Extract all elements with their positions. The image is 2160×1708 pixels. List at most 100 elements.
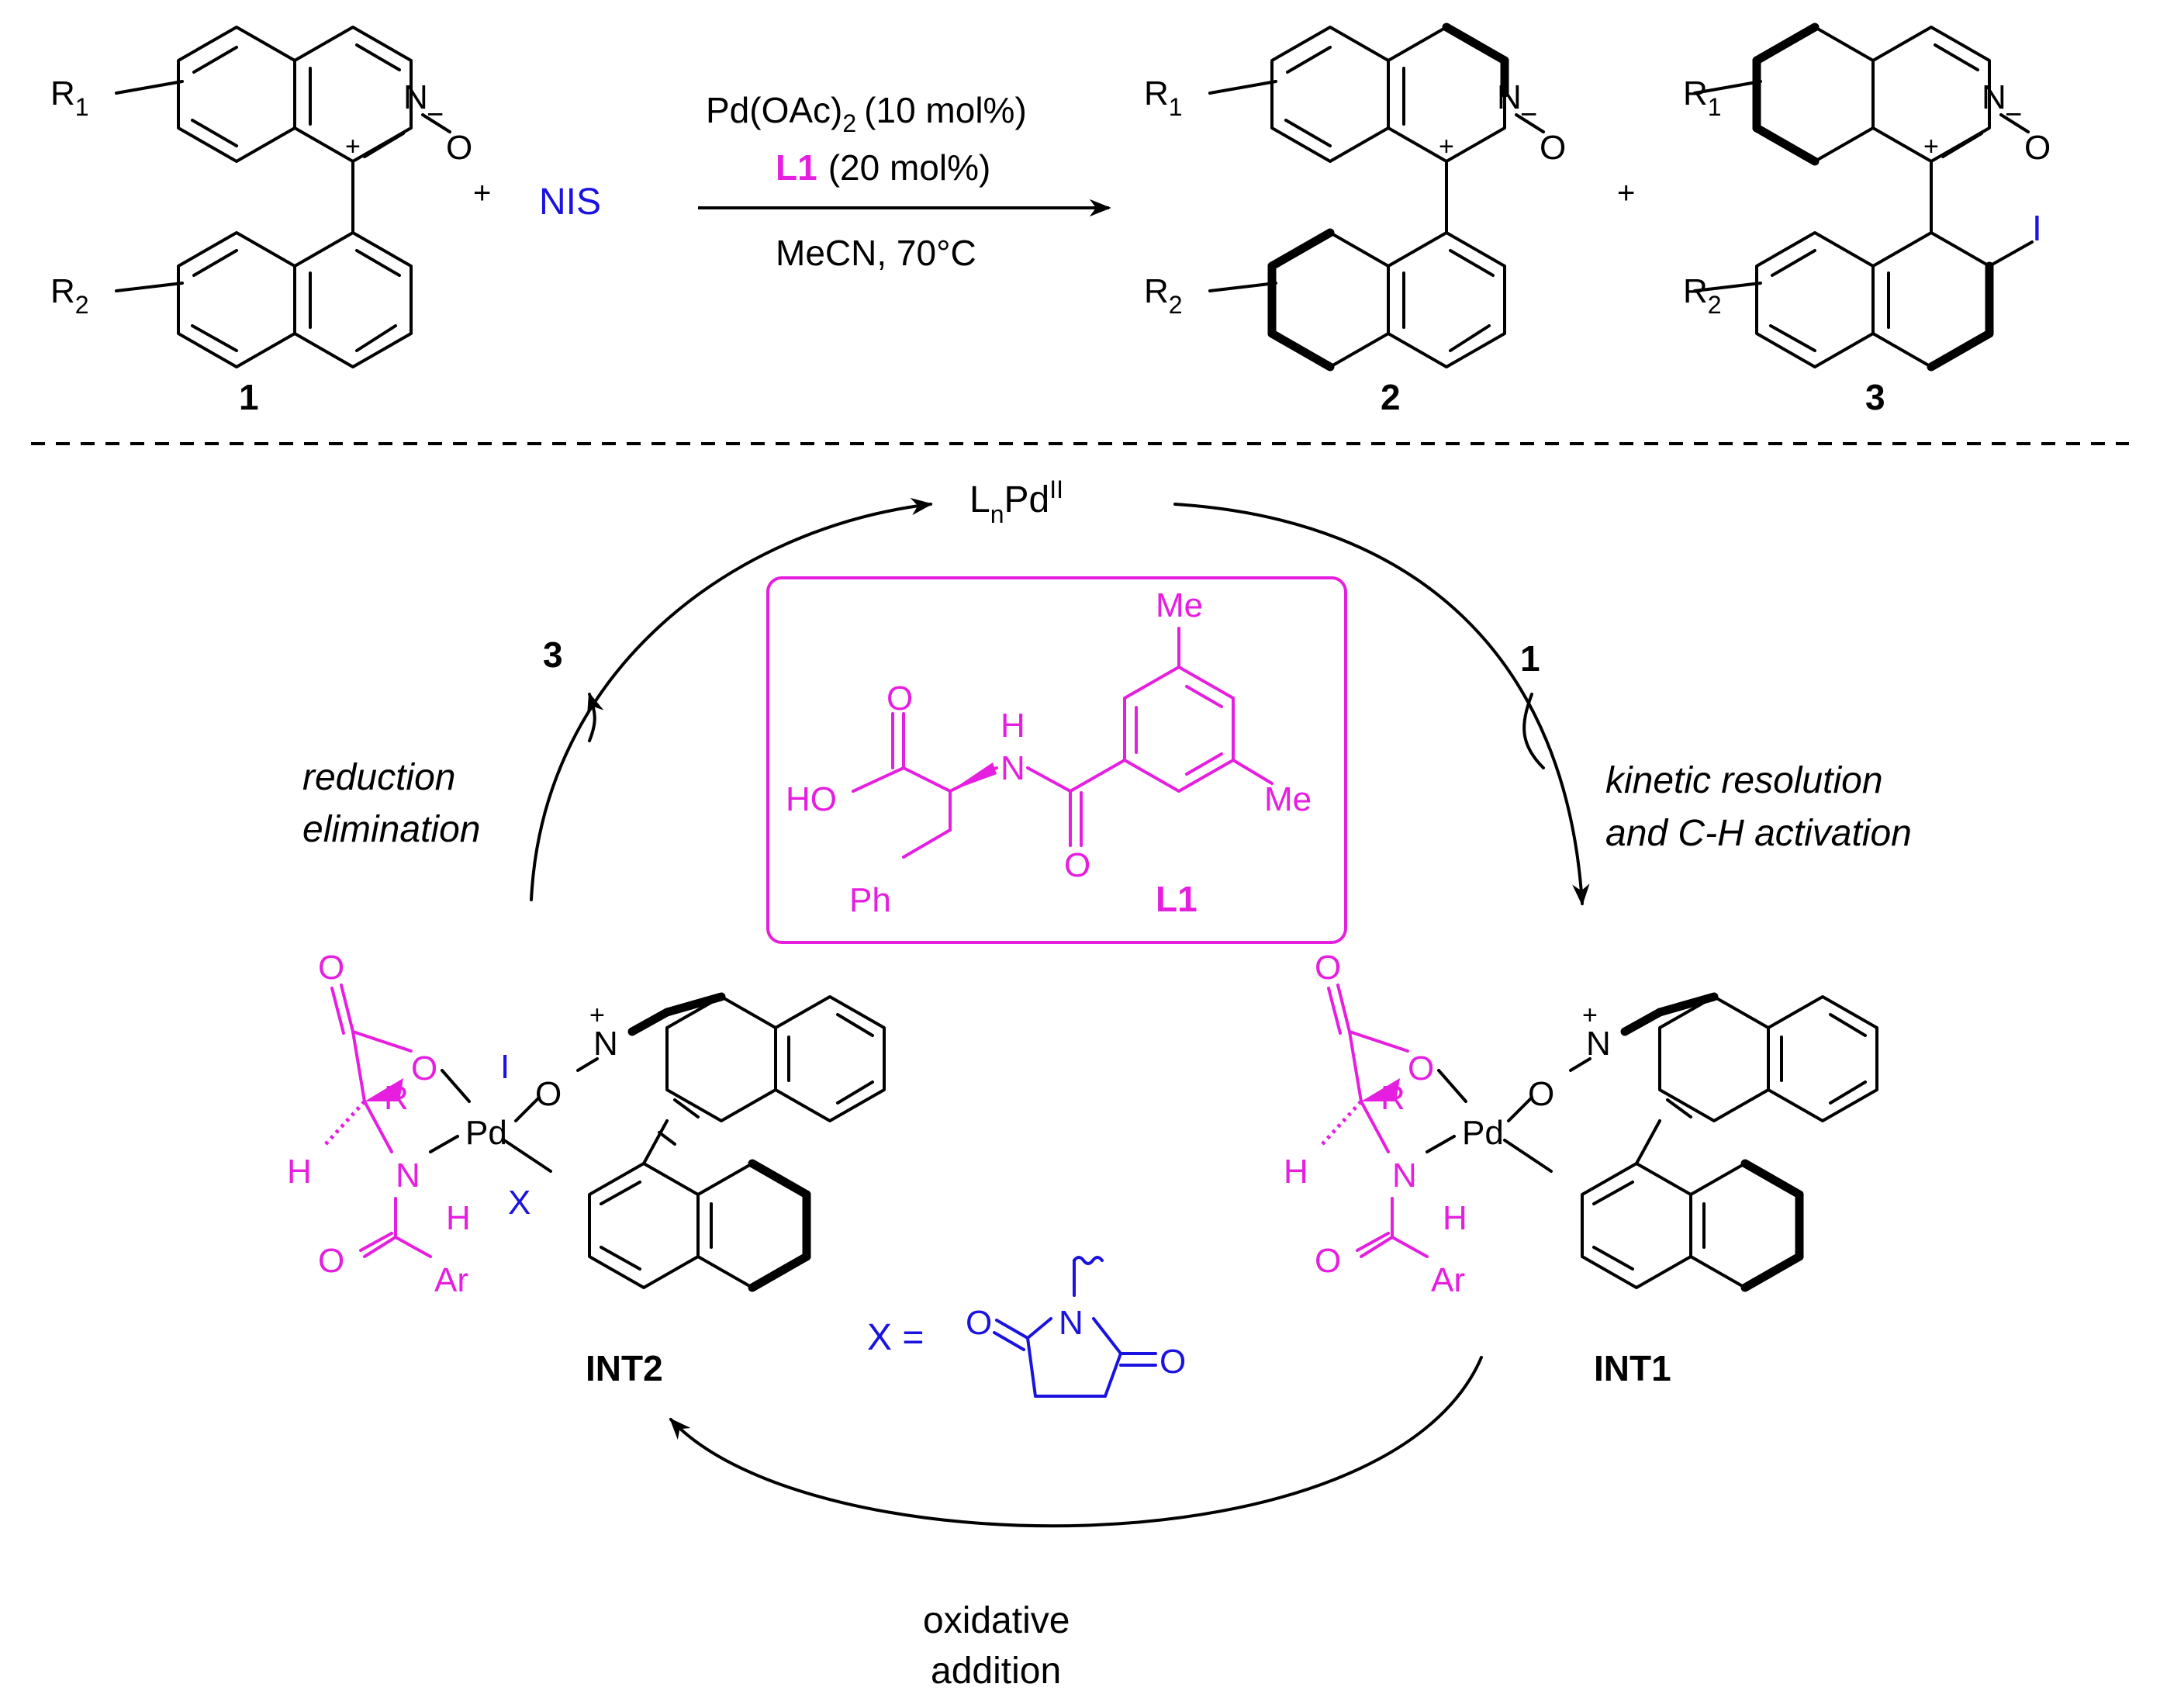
arc-output-curve: [587, 692, 604, 742]
succinimide-o-right: O: [1159, 1343, 1186, 1381]
svg-text:R2: R2: [1683, 272, 1722, 319]
int1-carbonyl-o: O: [1315, 949, 1341, 987]
int1-bold-bonds: [1620, 992, 1804, 1292]
compound-3-minus: −: [2005, 99, 2022, 131]
succinimide-n: N: [1059, 1304, 1083, 1342]
ligand-text: L1(20 mol%): [776, 147, 990, 188]
int1-r-group: R: [1381, 1079, 1405, 1117]
compound-2-minus: −: [1520, 99, 1537, 131]
int2-label: INT2: [586, 1348, 663, 1388]
compound-3-r1: R: [1683, 74, 1708, 112]
step-left-line-2: elimination: [302, 809, 480, 850]
int1-n-amide: N: [1392, 1157, 1417, 1195]
ligand-name: L1: [776, 147, 817, 188]
compound-1: R1 R2 N + O − 1: [50, 26, 472, 417]
compound-2-o: O: [1540, 129, 1566, 167]
compound-1-number: 1: [239, 377, 259, 417]
cycle-catalyst-subscript: n: [990, 500, 1004, 528]
int2-h-alpha: H: [287, 1153, 312, 1191]
int2-h-amide: H: [446, 1199, 471, 1237]
cycle-catalyst-base: L: [969, 479, 990, 520]
compound-2-r1-sub: 1: [1169, 93, 1183, 121]
int2-o-amide: O: [318, 1242, 344, 1280]
compound-2: R1 R2 N + O − 2: [1144, 22, 1566, 417]
arc-top-right: [1173, 503, 1590, 906]
int1-h-alpha: H: [1284, 1153, 1308, 1191]
compound-1-r2-sub: 2: [75, 291, 89, 319]
int1-wedge: [1361, 1078, 1400, 1101]
x-equals-label: X =: [867, 1317, 924, 1358]
int1-biaryl-bonds: [1581, 995, 1878, 1289]
compound-3-n: N: [1982, 78, 2006, 116]
int1-n: N: [1586, 1025, 1611, 1063]
svg-text:R1: R1: [1683, 74, 1722, 121]
compound-1-plus: +: [345, 132, 361, 161]
step-left-line-1: reduction: [302, 757, 455, 798]
int1-o-link: O: [1528, 1075, 1554, 1113]
compound-1-r1-sub: 1: [75, 93, 89, 121]
compound-1-o: O: [446, 129, 472, 167]
compound-2-number: 2: [1381, 377, 1401, 417]
int1-hash: [1321, 1100, 1363, 1146]
compound-3-r2-sub: 2: [1708, 291, 1722, 319]
compound-3-number: 3: [1865, 377, 1885, 417]
compound-2-bonds: [1208, 26, 1545, 368]
int1-complex: O O R H N H O Ar Pd O N + INT1: [1284, 949, 1878, 1388]
catalyst-base: Pd(OAc): [706, 90, 842, 130]
ligand-wedge: [950, 762, 997, 791]
compound-2-r1: R: [1144, 74, 1169, 112]
compound-3-bold-bonds: [1752, 22, 1994, 372]
reagent-nis: NIS: [539, 182, 601, 223]
int2-ar: Ar: [434, 1261, 468, 1299]
int2-plus: +: [589, 1001, 605, 1030]
int1-plus: +: [1582, 1001, 1598, 1030]
compound-2-plus: +: [1439, 132, 1454, 161]
compound-2-bold-bonds: [1267, 22, 1509, 372]
ligand-o-bottom: O: [1064, 846, 1090, 884]
compound-1-bonds: [115, 26, 451, 368]
svg-text:R2: R2: [50, 272, 89, 319]
ligand-nh-h: H: [1001, 707, 1025, 745]
int2-r-group: R: [384, 1079, 409, 1117]
compound-1-r2: R: [50, 272, 75, 310]
cycle-catalyst-metal: Pd: [1004, 479, 1050, 520]
int2-complex: O O R H N H O Ar Pd I X O N + INT2: [287, 949, 886, 1388]
arc-bottom: [669, 1356, 1483, 1528]
svg-text:R2: R2: [1144, 272, 1183, 319]
step-right-line-1: kinetic resolution: [1605, 760, 1883, 801]
ligand-o-top: O: [886, 679, 913, 717]
svg-text:R1: R1: [1144, 74, 1183, 121]
int1-ligand-bonds: [1327, 984, 1429, 1258]
int2-metal-bonds: [429, 1057, 599, 1173]
step-bottom-line-2: addition: [931, 1651, 1061, 1692]
arc-input-curve: [1522, 693, 1545, 769]
int2-chelate-o: O: [411, 1049, 437, 1087]
int2-bold-bonds: [627, 992, 811, 1292]
ligand-me-top: Me: [1156, 586, 1203, 624]
int1-metal-bonds: [1426, 1057, 1591, 1173]
cycle-output-3: 3: [543, 634, 563, 675]
compound-2-r2: R: [1144, 272, 1169, 310]
int2-hash: [324, 1100, 366, 1146]
x-definition: X = N O O: [867, 1256, 1186, 1398]
int2-n-amide: N: [396, 1157, 420, 1195]
plus-sign-1: +: [473, 176, 491, 210]
ligand-ph: Ph: [849, 881, 891, 919]
catalyst-subscript: 2: [842, 109, 856, 137]
ligand-box: Me Me HO O H N O Ph L1: [766, 576, 1347, 944]
compound-3-o: O: [2024, 129, 2051, 167]
int1-h-amide: H: [1443, 1199, 1467, 1237]
ligand-bonds: [852, 627, 1274, 859]
int2-pd: Pd: [465, 1114, 507, 1152]
int2-iodide: I: [500, 1048, 510, 1086]
int2-carbonyl-o: O: [318, 949, 344, 987]
ligand-me-right: Me: [1264, 780, 1312, 818]
catalyst-loading: (10 mol%): [864, 90, 1027, 130]
svg-text:R1: R1: [50, 74, 89, 121]
cycle-catalyst: LnPdII: [969, 475, 1063, 528]
int2-o-link: O: [535, 1075, 562, 1113]
compound-3: R1 R2 N + O − I 3: [1683, 22, 2051, 417]
compound-1-r1: R: [50, 74, 75, 112]
